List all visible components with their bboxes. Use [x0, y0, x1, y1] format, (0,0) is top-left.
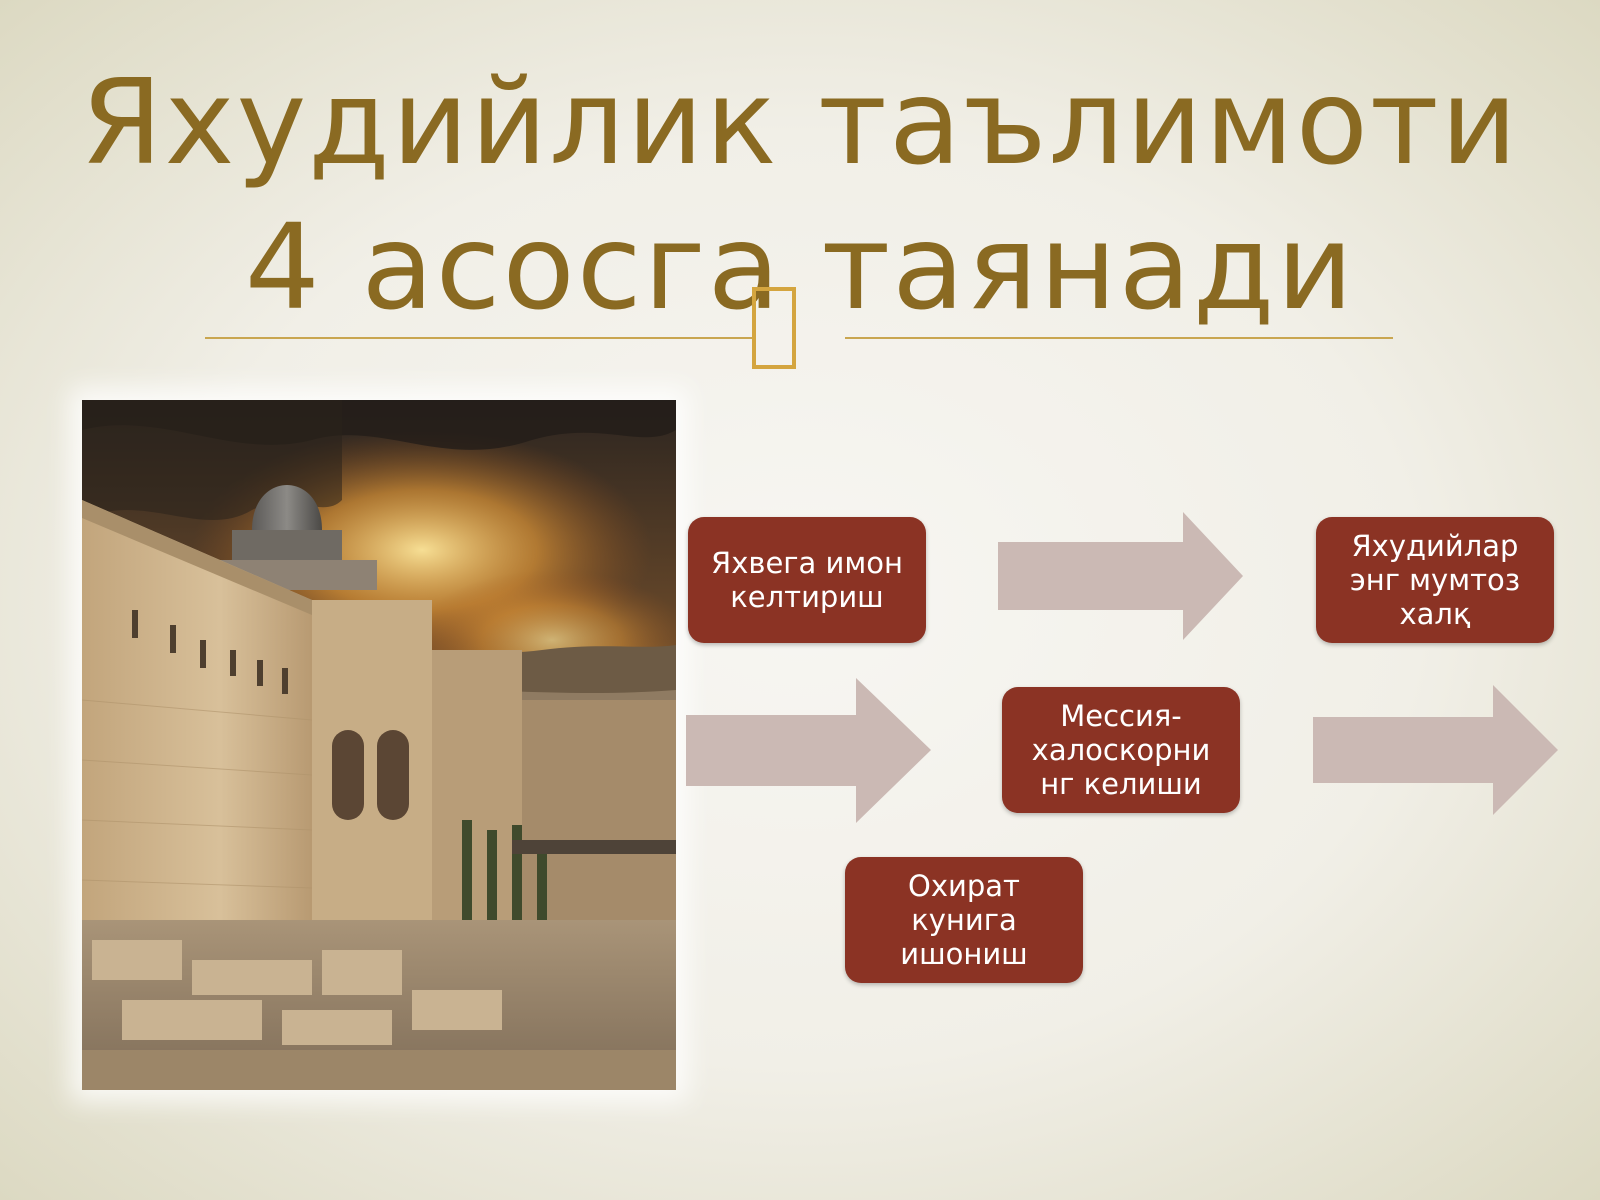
node-faith-yahweh-label: Яхвега имон келтириш — [711, 546, 903, 614]
jerusalem-wall-photo — [82, 400, 676, 1090]
node-messiah-label: Мессия- халоскорни нг келиши — [1031, 699, 1211, 801]
ornament-icon — [752, 287, 796, 369]
title-divider-right — [845, 337, 1393, 339]
node-judgement-day-label: Охират кунига ишониш — [900, 869, 1028, 971]
node-faith-yahweh: Яхвега имон келтириш — [688, 517, 926, 643]
slide-title: Яхудийлик таълимоти 4 асосга таянади — [0, 50, 1600, 340]
slide-title-line-1: Яхудийлик таълимоти — [80, 53, 1520, 191]
arrow-right-middle-right — [1313, 685, 1558, 815]
node-judgement-day: Охират кунига ишониш — [845, 857, 1083, 983]
node-chosen-people: Яхудийлар энг мумтоз халқ — [1316, 517, 1554, 643]
slide-title-line-2: 4 асосга таянади — [244, 198, 1356, 336]
arrow-right-top — [998, 512, 1243, 640]
arrow-right-middle-left — [686, 678, 931, 823]
title-divider-left — [205, 337, 755, 339]
node-chosen-people-label: Яхудийлар энг мумтоз халқ — [1349, 529, 1521, 631]
node-messiah: Мессия- халоскорни нг келиши — [1002, 687, 1240, 813]
